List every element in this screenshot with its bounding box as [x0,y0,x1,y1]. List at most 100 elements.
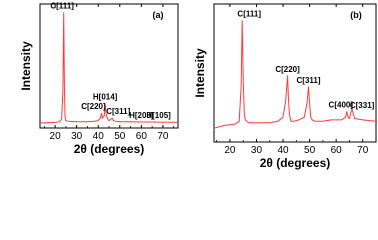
data-point [312,120,313,121]
data-point [68,121,69,122]
x-tick-label: 50 [304,145,316,156]
data-point [308,86,309,87]
data-point [244,114,245,115]
data-point [341,120,342,121]
x-tick-label: 30 [251,145,263,156]
x-tick-label: 40 [93,131,105,142]
peak-label: C[111] [237,10,261,19]
data-point [345,117,346,118]
panel-label: (b) [350,10,362,20]
peak-label: C[311] [106,107,130,116]
data-point [348,117,349,118]
data-point [291,121,292,122]
data-point [108,119,109,120]
x-tick-label: 20 [50,131,62,142]
data-point [349,118,350,119]
data-point [289,114,290,115]
data-point [245,120,246,121]
data-point [354,118,355,119]
peak-label: H[014] [93,92,118,101]
data-point [141,122,142,123]
data-point [115,121,116,122]
data-point [59,121,60,122]
data-point [65,116,66,117]
data-point [285,100,286,101]
data-point [256,122,257,123]
data-point [61,119,62,120]
data-point [130,121,131,122]
data-point [248,122,249,123]
x-tick-label: 20 [224,145,236,156]
x-tick-label: 50 [114,131,126,142]
data-point [331,120,332,121]
data-point [98,120,99,121]
x-tick-label: 40 [277,145,289,156]
y-axis-label: Intensity [193,48,207,98]
data-point [113,120,114,121]
data-point [235,124,236,125]
data-point [101,113,102,114]
data-point [277,121,278,122]
data-point [287,75,288,76]
data-point [362,120,363,121]
data-point [178,122,179,123]
data-point [214,128,215,129]
data-point [102,118,103,119]
data-point [76,121,77,122]
data-point [307,103,308,104]
x-tick-label: 60 [136,131,148,142]
data-point [304,117,305,118]
data-point [119,121,120,122]
data-point [239,121,240,122]
data-point [346,111,347,112]
peak-label: H[203] [129,111,154,120]
data-point [40,123,41,124]
data-point [243,80,244,81]
data-point [112,118,113,119]
data-point [310,117,311,118]
data-point [336,120,337,121]
x-tick-label: 70 [157,131,169,142]
data-point [241,86,242,87]
data-point [293,121,294,122]
data-point [104,115,105,116]
peak-label: C[311] [297,76,321,85]
x-tick-label: 70 [357,145,369,156]
x-tick-label: 30 [71,131,83,142]
data-point [64,84,65,85]
data-point [350,113,351,114]
peak-label: C[220] [81,102,106,111]
data-point [94,121,95,122]
xrd-series-line [39,12,179,124]
data-point [288,97,289,98]
data-point [376,121,377,122]
data-point [269,122,270,123]
chart-panel-b: 20 30 40 50 60 70 2θ (degrees) Intensity (b) C[11… [193,3,377,170]
x-tick-label: 60 [331,145,343,156]
data-point [242,20,243,21]
data-point [100,118,101,119]
data-point [315,121,316,122]
data-point [152,122,153,123]
xrd-series-line [213,20,377,129]
data-point [55,122,56,123]
data-point [163,122,164,123]
data-point [109,120,110,121]
plot-frame [213,3,377,143]
x-axis-label: 2θ (degrees) [260,156,331,170]
data-point [323,121,324,122]
peak-label: C[400] [329,101,354,110]
peak-label: H[105] [146,111,171,120]
peak-label: C[220] [275,65,300,74]
data-point [299,120,300,121]
data-point [283,117,284,118]
data-point [173,122,174,123]
data-point [63,90,64,91]
x-axis-label: 2θ (degrees) [74,142,145,156]
data-point [353,114,354,115]
data-point [224,125,225,126]
peak-label: C[331] [350,101,375,110]
data-point [87,121,88,122]
